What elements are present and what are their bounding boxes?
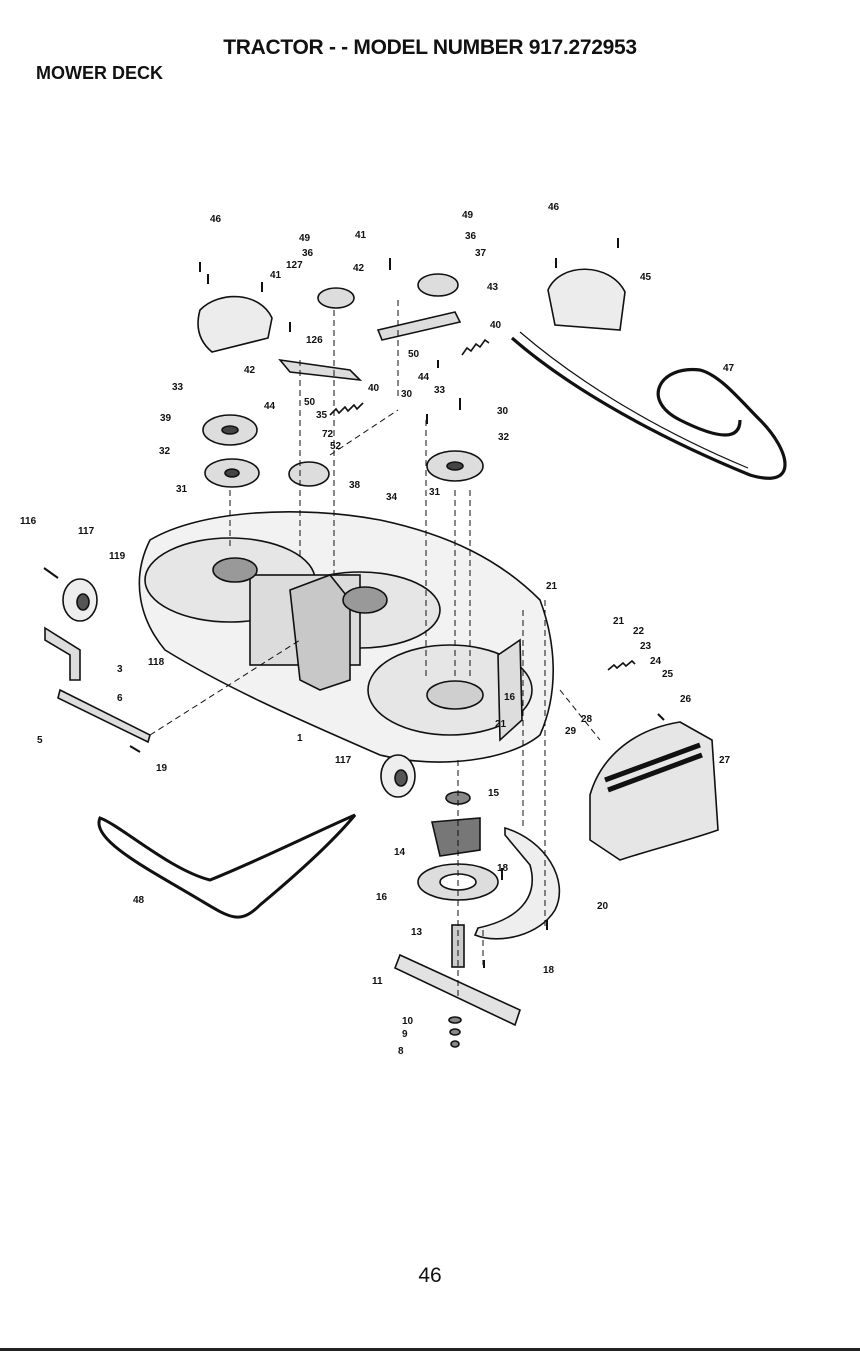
part-callout-36: 36: [302, 248, 314, 259]
part-callout-22: 22: [633, 626, 645, 637]
part-callout-47: 47: [723, 363, 735, 374]
part-callout-32: 32: [159, 446, 171, 457]
part-callout-6: 6: [117, 693, 123, 704]
part-callout-119: 119: [109, 551, 126, 562]
part-callout-15: 15: [488, 788, 500, 799]
part-callout-28: 28: [581, 714, 593, 725]
discharge-chute: [590, 722, 718, 860]
part-callout-37: 37: [475, 248, 487, 259]
part-callout-31: 31: [176, 484, 188, 495]
part-callout-30: 30: [497, 406, 509, 417]
part-callout-46: 46: [210, 214, 222, 225]
part-callout-40: 40: [368, 383, 380, 394]
part-callout-36: 36: [465, 231, 477, 242]
part-callout-31: 31: [429, 487, 441, 498]
part-callout-21: 21: [613, 616, 625, 627]
part-callout-11: 11: [372, 976, 383, 987]
part-callout-33: 33: [172, 382, 184, 393]
part-callout-25: 25: [662, 669, 674, 680]
part-callout-10: 10: [402, 1016, 414, 1027]
part-callout-41: 41: [270, 270, 282, 281]
part-callout-44: 44: [264, 401, 276, 412]
part-callout-116: 116: [20, 516, 37, 527]
part-callout-3: 3: [117, 664, 123, 675]
part-callout-117: 117: [78, 526, 95, 537]
part-callout-117: 117: [335, 755, 352, 766]
part-callout-42: 42: [353, 263, 365, 274]
part-callout-24: 24: [650, 656, 662, 667]
part-callout-29: 29: [565, 726, 577, 737]
part-callout-18: 18: [497, 863, 509, 874]
part-callout-42: 42: [244, 365, 256, 376]
part-callout-50: 50: [304, 397, 316, 408]
part-callout-23: 23: [640, 641, 652, 652]
pulley-covers: [198, 269, 625, 352]
part-callout-35: 35: [316, 410, 328, 421]
part-callout-20: 20: [597, 901, 609, 912]
part-callout-43: 43: [487, 282, 499, 293]
part-callout-44: 44: [418, 372, 430, 383]
part-callout-16: 16: [376, 892, 388, 903]
part-callout-118: 118: [148, 657, 165, 668]
part-callout-127: 127: [286, 260, 303, 271]
part-callout-40: 40: [490, 320, 502, 331]
part-callout-5: 5: [37, 735, 43, 746]
mower-deck-housing: [139, 512, 553, 762]
part-callout-49: 49: [299, 233, 311, 244]
part-callout-33: 33: [434, 385, 446, 396]
part-callout-21: 21: [546, 581, 558, 592]
part-callout-52: 52: [330, 441, 342, 452]
part-callout-126: 126: [306, 335, 323, 346]
part-callout-48: 48: [133, 895, 145, 906]
part-callout-49: 49: [462, 210, 474, 221]
part-callout-34: 34: [386, 492, 398, 503]
part-callout-16: 16: [504, 692, 516, 703]
part-callout-8: 8: [398, 1046, 404, 1057]
part-callout-41: 41: [355, 230, 367, 241]
footer-rule: [0, 1348, 860, 1351]
part-callout-50: 50: [408, 349, 420, 360]
part-callout-26: 26: [680, 694, 692, 705]
part-callout-14: 14: [394, 847, 406, 858]
part-callout-46: 46: [548, 202, 560, 213]
part-callout-27: 27: [719, 755, 731, 766]
part-callout-72: 72: [322, 429, 334, 440]
page-number: 46: [0, 1264, 860, 1288]
part-callout-32: 32: [498, 432, 510, 443]
part-callout-13: 13: [411, 927, 423, 938]
part-callout-45: 45: [640, 272, 652, 283]
part-callout-39: 39: [160, 413, 172, 424]
part-callout-38: 38: [349, 480, 361, 491]
part-callout-9: 9: [402, 1029, 408, 1040]
part-callout-21: 21: [495, 719, 507, 730]
part-callout-1: 1: [297, 733, 303, 744]
part-callout-19: 19: [156, 763, 168, 774]
part-callout-30: 30: [401, 389, 413, 400]
idler-arms: [280, 312, 460, 380]
drive-belt-upper: [512, 332, 785, 478]
part-callout-18: 18: [543, 965, 555, 976]
